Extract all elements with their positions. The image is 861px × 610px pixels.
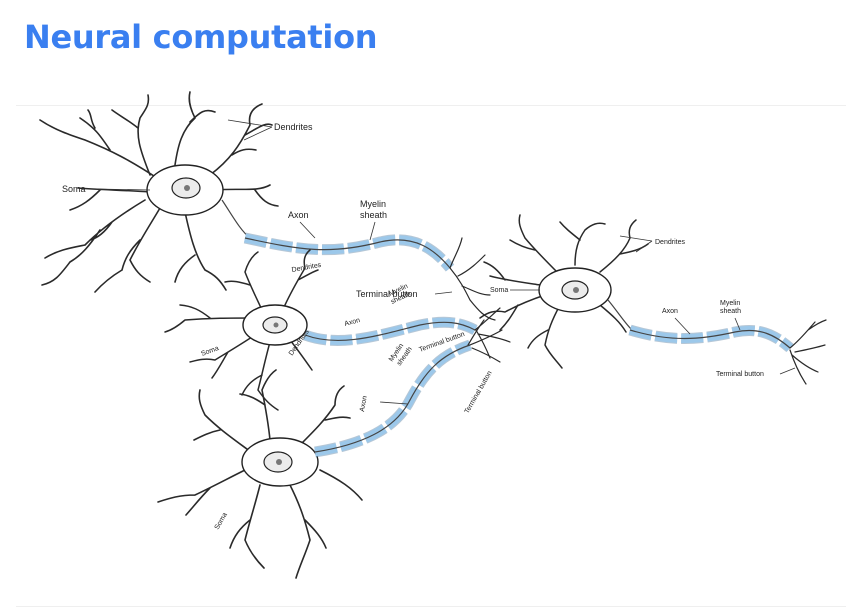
nucleolus-top-left <box>184 185 190 191</box>
label-soma-middle: Soma <box>200 345 220 358</box>
label-axon-right: Axon <box>662 308 678 315</box>
label-myelin-right-2: sheath <box>720 308 741 315</box>
label-terminal-button-right: Terminal button <box>716 371 764 378</box>
label-soma-top: Soma <box>62 184 86 194</box>
label-myelin-right-1: Myelin <box>720 300 740 307</box>
terminal-branches-middle <box>475 308 510 358</box>
label-axon-middle: Axon <box>344 317 361 328</box>
label-axon-top: Axon <box>288 210 309 220</box>
leader-axon-right <box>675 318 690 334</box>
nucleolus-right <box>573 287 579 293</box>
leader-axon-top <box>300 222 315 238</box>
terminal-branches-right <box>790 320 826 384</box>
nucleolus-bottom <box>276 459 282 465</box>
label-soma-right: Soma <box>490 287 508 294</box>
neuron-bottom <box>158 370 362 578</box>
label-myelin-top-1: Myelin <box>360 199 386 209</box>
label-soma-bottom: Soma <box>214 512 229 531</box>
leader-terminal-right <box>780 368 795 374</box>
leader-myelin-top <box>370 222 375 240</box>
nucleolus-middle <box>274 323 279 328</box>
label-myelin-top-2: sheath <box>360 210 387 220</box>
label-axon-lower: Axon <box>359 395 369 412</box>
label-dendrites-middle: Dendrites <box>291 262 322 274</box>
myelin-sheath-top <box>245 238 450 268</box>
label-terminal-button-diagonal: Terminal button <box>464 370 494 415</box>
label-dendrites-top: Dendrites <box>274 122 313 132</box>
leader-terminal-top <box>435 292 452 294</box>
label-dendrites-right: Dendrites <box>655 239 685 246</box>
neuron-middle <box>165 250 318 410</box>
axon-hillock-top-left <box>222 200 250 238</box>
terminal-branches-top <box>450 238 495 320</box>
